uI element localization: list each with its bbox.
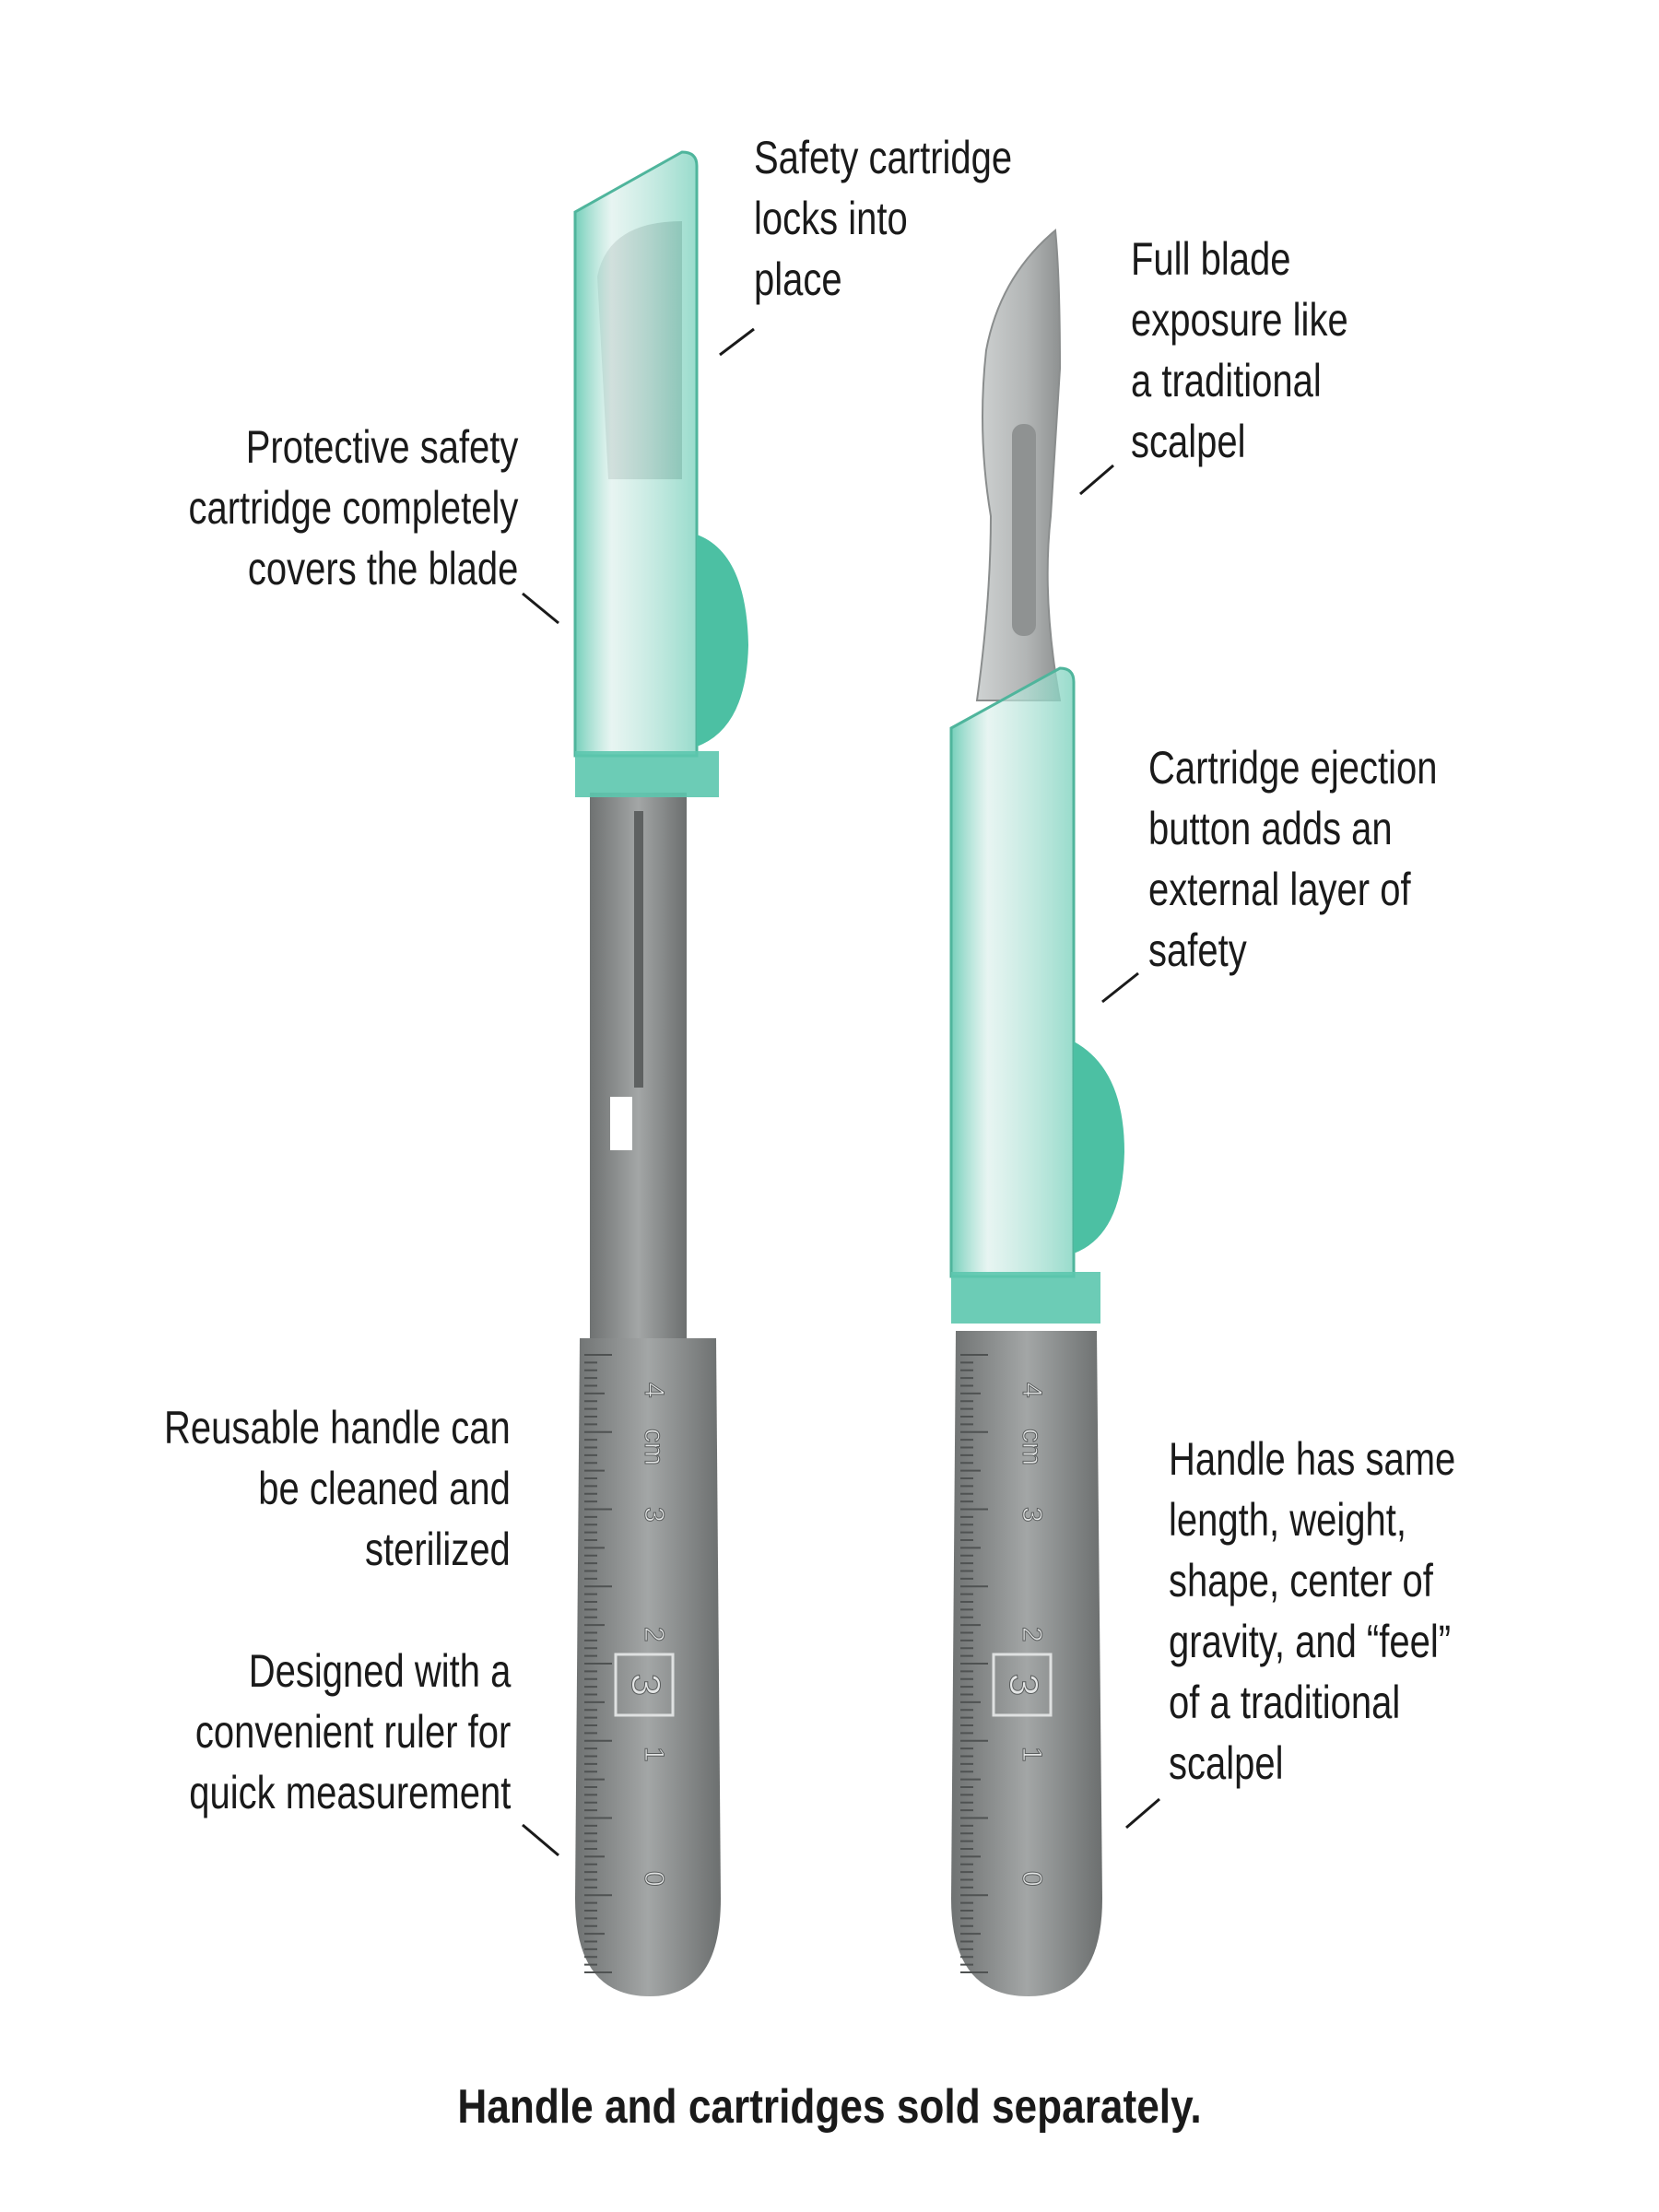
leader-ruler xyxy=(522,1823,559,1857)
leader-lines xyxy=(522,327,1160,1857)
callout-same-feel: Handle has same length, weight, shape, c… xyxy=(1169,1429,1455,1794)
callout-line: Designed with a xyxy=(248,1645,511,1697)
callout-line: scalpel xyxy=(1131,416,1246,467)
callout-line: be cleaned and xyxy=(258,1463,511,1514)
callout-reusable: Reusable handle can be cleaned and steri… xyxy=(164,1397,511,1580)
ruler-label: cm xyxy=(639,1429,669,1465)
callout-line: Reusable handle can xyxy=(164,1402,511,1453)
ruler-label: 1 xyxy=(1017,1747,1047,1762)
callout-line: of a traditional xyxy=(1169,1677,1401,1728)
leader-ejection xyxy=(1101,971,1139,1004)
callout-line: place xyxy=(754,253,842,305)
left-safety-cartridge xyxy=(573,150,699,758)
ruler-label: 4 xyxy=(1017,1382,1047,1398)
ruler-label: cm xyxy=(1017,1429,1047,1465)
callout-line: a traditional xyxy=(1131,355,1322,406)
callout-line: shape, center of xyxy=(1169,1555,1433,1606)
callout-line: Protective safety xyxy=(245,421,518,473)
ruler-label: 1 xyxy=(639,1747,669,1762)
callout-line: Safety cartridge xyxy=(754,132,1013,183)
callout-safety-cartridge: Safety cartridge locks into place xyxy=(754,127,1012,310)
right-ruler: 4 cm 3 2 1 0 3 xyxy=(960,1354,1053,1973)
leader-full-blade xyxy=(1079,464,1114,496)
callout-line: convenient ruler for xyxy=(194,1706,512,1758)
callout-line: Handle has same xyxy=(1169,1433,1456,1485)
right-handle-grip xyxy=(951,1331,1102,1996)
ruler-label: 2 xyxy=(1017,1627,1047,1642)
left-scalpel-protected: 4 cm 3 2 1 0 3 xyxy=(573,150,748,1996)
ruler-label: 3 xyxy=(639,1507,669,1523)
caption: Handle and cartridges sold separately. xyxy=(457,2080,1202,2134)
ruler-label: 0 xyxy=(639,1871,669,1887)
leader-same-feel xyxy=(1125,1797,1160,1830)
size-badge: 3 xyxy=(623,1674,668,1696)
callout-line: sterilized xyxy=(365,1524,511,1575)
callout-line: scalpel xyxy=(1169,1737,1284,1789)
callout-full-blade: Full blade exposure like a traditional s… xyxy=(1131,229,1348,472)
callout-line: external layer of xyxy=(1148,864,1411,915)
callout-ejection: Cartridge ejection button adds an extern… xyxy=(1148,737,1438,981)
callout-line: locks into xyxy=(754,193,908,244)
left-ruler: 4 cm 3 2 1 0 3 xyxy=(584,1354,675,1973)
ruler-label: 4 xyxy=(639,1382,669,1398)
size-badge: 3 xyxy=(1001,1674,1046,1696)
right-scalpel-exposed: 4 cm 3 2 1 0 3 xyxy=(949,229,1124,1996)
callout-line: Full blade xyxy=(1131,233,1291,285)
callout-line: exposure like xyxy=(1131,294,1348,346)
left-handle-grip xyxy=(575,1338,721,1996)
size-badge-frame xyxy=(614,1653,675,1717)
callout-line: Cartridge ejection xyxy=(1148,742,1438,794)
size-badge-frame xyxy=(992,1653,1053,1717)
right-safety-cartridge xyxy=(949,666,1076,1278)
leader-safety-cartridge xyxy=(719,327,755,357)
right-ejection-button xyxy=(1074,1041,1124,1253)
callout-line: covers the blade xyxy=(247,543,518,594)
ruler-label: 2 xyxy=(639,1627,669,1642)
ruler-label: 3 xyxy=(1017,1507,1047,1523)
callout-line: quick measurement xyxy=(188,1767,511,1818)
callout-line: gravity, and “feel” xyxy=(1169,1616,1452,1667)
ruler-label: 0 xyxy=(1017,1871,1047,1887)
callout-protective: Protective safety cartridge completely c… xyxy=(188,417,518,599)
left-ejection-button xyxy=(697,535,748,747)
callout-line: length, weight, xyxy=(1169,1494,1406,1546)
callout-line: button adds an xyxy=(1148,803,1393,854)
callout-line: safety xyxy=(1148,924,1247,976)
callout-line: cartridge completely xyxy=(188,482,518,534)
callout-ruler: Designed with a convenient ruler for qui… xyxy=(189,1641,511,1823)
leader-protective xyxy=(522,592,559,625)
